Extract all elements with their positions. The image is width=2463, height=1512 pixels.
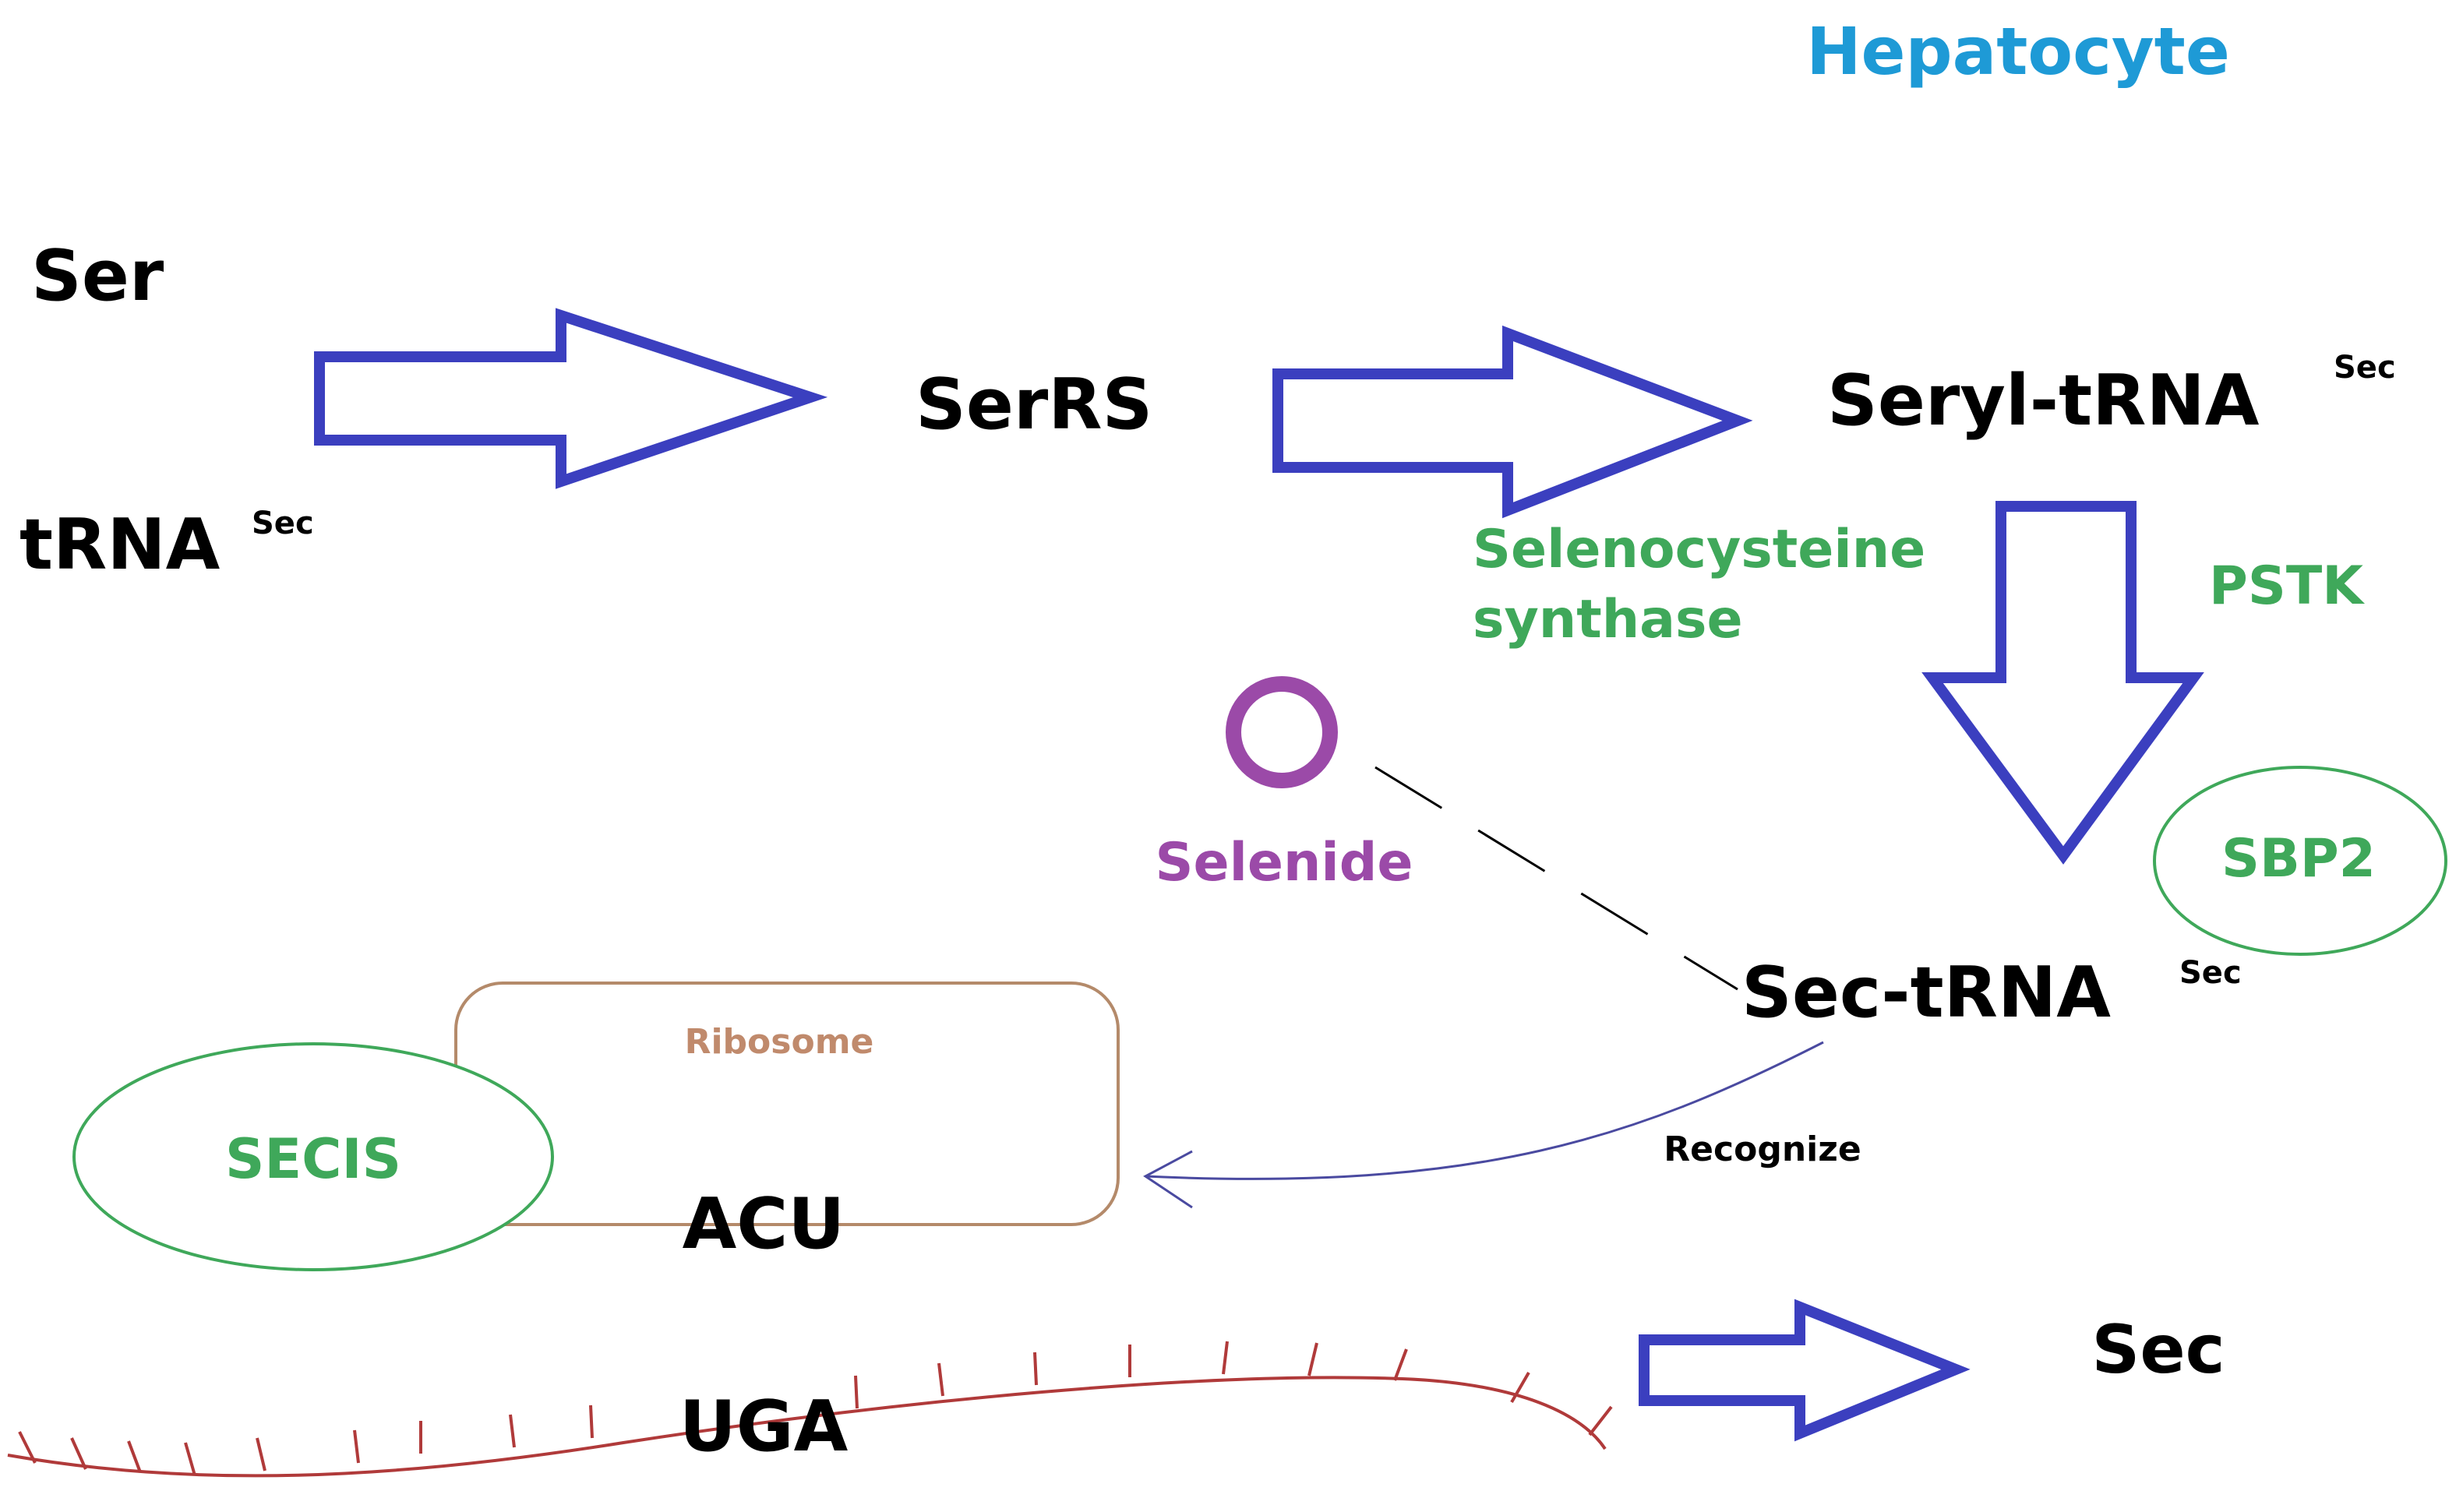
label-seryl-trna-superscript: Sec [2334, 350, 2396, 386]
label-pstk: PSTK [2209, 555, 2365, 617]
label-serrs: SerRS [916, 364, 1152, 446]
label-trna-superscript: Sec [252, 506, 314, 541]
arrow-seryl-trna-to-sec-trna [1921, 501, 2204, 865]
label-seryl-trna: Seryl-tRNA [1827, 360, 2260, 442]
label-ser: Ser [31, 235, 164, 317]
sbp2-ellipse [2153, 766, 2447, 956]
label-selenide: Selenide [1155, 832, 1413, 893]
recognize-curved-arrow [1145, 1041, 1824, 1180]
label-ribosome: Ribosome [685, 1022, 874, 1062]
diagram-title: Hepatocyte [1806, 13, 2230, 90]
label-anticodon-acu: ACU [683, 1183, 845, 1265]
selenide-circle-icon [1226, 676, 1338, 788]
label-selenocysteine-synthase-line1: Selenocysteine [1473, 519, 1925, 580]
recognize-arrowhead-icon [1143, 1150, 1193, 1209]
label-secis: SECIS [225, 1127, 401, 1191]
label-recognize: Recognize [1664, 1130, 1861, 1169]
secis-ellipse [72, 1042, 554, 1271]
selenide-to-sec-trna-dashed-line [1374, 766, 1738, 991]
label-sec: Sec [2091, 1311, 2225, 1389]
mrna-ticks [18, 1341, 1613, 1476]
arrow-ser-to-serrs [314, 308, 828, 489]
mrna-strand [7, 1376, 1607, 1478]
arrow-to-sec [1639, 1299, 1971, 1442]
label-sec-trna: Sec-tRNA [1741, 952, 2111, 1034]
label-trna: tRNA [19, 504, 221, 586]
label-sec-trna-superscript: Sec [2179, 955, 2242, 991]
label-selenocysteine-synthase-line2: synthase [1473, 589, 1743, 650]
label-sbp2: SBP2 [2221, 828, 2376, 890]
label-codon-uga: UGA [679, 1386, 849, 1468]
arrow-serrs-to-seryl-trna [1272, 325, 1753, 519]
